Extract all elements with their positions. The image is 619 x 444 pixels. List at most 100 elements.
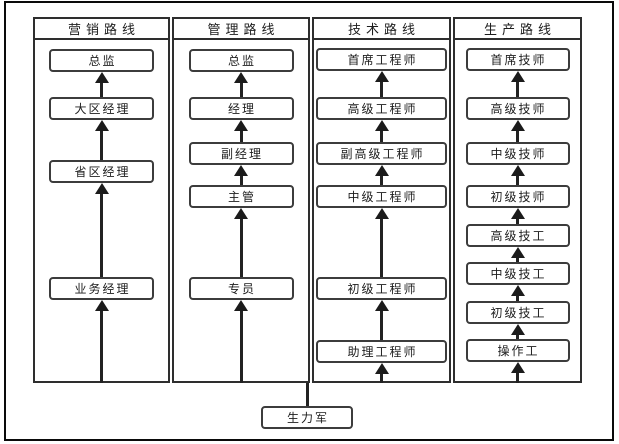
arrow-up-icon — [234, 72, 248, 83]
career-node: 初级工程师 — [316, 277, 447, 300]
connector-line — [239, 80, 243, 97]
arrow-up-icon — [374, 208, 389, 219]
arrow-up-icon — [374, 71, 389, 82]
connector-line — [516, 128, 519, 142]
career-node-label: 总监 — [88, 54, 117, 68]
connector-line — [516, 173, 519, 185]
career-node: 初级技工 — [465, 301, 570, 324]
career-node-label: 中级技工 — [490, 267, 547, 281]
connector-line — [305, 383, 309, 406]
career-node-label: 高级技师 — [490, 102, 547, 116]
career-node-label: 主管 — [227, 190, 256, 204]
career-node: 中级工程师 — [316, 185, 447, 208]
connector-line — [380, 173, 383, 185]
career-node: 总监 — [49, 49, 154, 72]
column-header: 管理路线 — [174, 19, 308, 40]
arrow-up-icon — [234, 208, 248, 219]
arrow-up-icon — [510, 247, 525, 258]
connector-line — [380, 371, 383, 383]
connector-line — [100, 191, 103, 277]
column-header: 营销路线 — [35, 19, 168, 40]
arrow-up-icon — [94, 300, 109, 311]
connector-line — [380, 216, 383, 277]
career-node-label: 副经理 — [220, 147, 263, 161]
career-node: 总监 — [188, 49, 294, 72]
node-fresh-force: 生力军 — [261, 406, 353, 429]
career-node-label: 业务经理 — [74, 282, 131, 296]
column-header: 生产路线 — [455, 19, 580, 40]
career-node: 高级技师 — [465, 97, 570, 120]
arrow-up-icon — [510, 165, 525, 176]
connector-line — [100, 80, 103, 97]
career-node: 首席技师 — [465, 48, 570, 71]
career-node-label: 助理工程师 — [347, 345, 418, 359]
career-node-label: 省区经理 — [74, 165, 131, 179]
career-node: 主管 — [188, 185, 294, 208]
career-node-label: 总监 — [227, 54, 256, 68]
career-node: 专员 — [188, 277, 294, 300]
arrow-up-icon — [374, 363, 389, 374]
arrow-up-icon — [234, 120, 248, 131]
career-node-label: 副高级工程师 — [340, 147, 425, 161]
arrow-up-icon — [374, 165, 389, 176]
connector-line — [516, 216, 519, 224]
connector-line — [100, 128, 103, 160]
connector-line — [380, 79, 383, 97]
career-node-label: 专员 — [227, 282, 256, 296]
connector-line — [100, 308, 103, 383]
career-node: 省区经理 — [49, 160, 154, 183]
connector-line — [239, 308, 243, 383]
arrow-up-icon — [510, 120, 525, 131]
career-node-label: 中级工程师 — [347, 190, 418, 204]
career-node: 助理工程师 — [316, 340, 447, 363]
career-node-label: 中级技师 — [490, 147, 547, 161]
arrow-up-icon — [374, 300, 389, 311]
career-node-label: 经理 — [227, 102, 256, 116]
career-node: 操作工 — [465, 339, 570, 362]
connector-line — [516, 255, 519, 262]
career-node: 高级工程师 — [316, 97, 447, 120]
career-node-label: 首席技师 — [490, 53, 547, 67]
career-node: 首席工程师 — [316, 48, 447, 71]
arrow-up-icon — [510, 285, 525, 296]
career-node-label: 初级工程师 — [347, 282, 418, 296]
connector-line — [239, 173, 243, 185]
connector-line — [239, 128, 243, 142]
career-node: 初级技师 — [465, 185, 570, 208]
arrow-up-icon — [234, 165, 248, 176]
career-node-label: 首席工程师 — [347, 53, 418, 67]
arrow-up-icon — [510, 71, 525, 82]
connector-line — [516, 79, 519, 97]
career-node: 高级技工 — [465, 224, 570, 247]
connector-line — [380, 128, 383, 142]
career-node: 业务经理 — [49, 277, 154, 300]
career-node: 经理 — [188, 97, 294, 120]
arrow-up-icon — [94, 72, 109, 83]
connector-line — [516, 293, 519, 301]
connector-line — [239, 216, 243, 277]
connector-line — [516, 370, 519, 383]
career-node-label: 操作工 — [497, 344, 540, 358]
arrow-up-icon — [94, 183, 109, 194]
career-node: 中级技工 — [465, 262, 570, 285]
career-node: 副高级工程师 — [316, 142, 447, 165]
arrow-up-icon — [94, 120, 109, 131]
arrow-up-icon — [234, 300, 248, 311]
arrow-up-icon — [510, 324, 525, 335]
connector-line — [516, 332, 519, 339]
arrow-up-icon — [374, 120, 389, 131]
arrow-up-icon — [510, 362, 525, 373]
connector-line — [380, 308, 383, 340]
career-node-label: 高级技工 — [490, 229, 547, 243]
career-node-label: 初级技师 — [490, 190, 547, 204]
career-node-label: 大区经理 — [74, 102, 131, 116]
node-fresh-force-label: 生力军 — [286, 411, 329, 425]
career-node: 中级技师 — [465, 142, 570, 165]
career-node: 大区经理 — [49, 97, 154, 120]
column-header: 技术路线 — [314, 19, 449, 40]
career-node-label: 高级工程师 — [347, 102, 418, 116]
outer-border — [4, 1, 614, 441]
career-node: 副经理 — [188, 142, 294, 165]
arrow-up-icon — [510, 208, 525, 219]
